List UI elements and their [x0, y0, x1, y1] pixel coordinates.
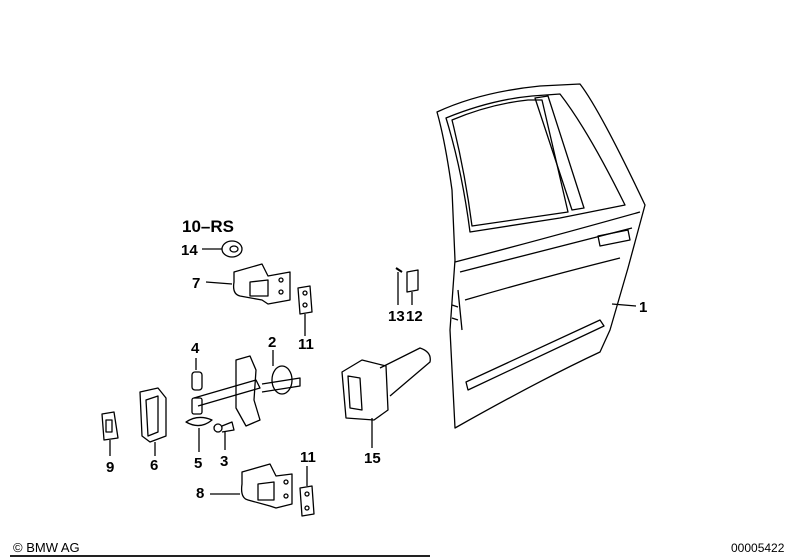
- label-12: 12: [406, 308, 423, 325]
- bolt-part-3: [213, 421, 235, 450]
- image-number: 00005422: [731, 541, 785, 555]
- label-10-rs: 10–RS: [182, 217, 234, 236]
- label-14: 14: [181, 242, 198, 259]
- clip-part-5: [185, 397, 213, 452]
- footer-divider: [10, 555, 430, 557]
- label-5: 5: [194, 455, 203, 472]
- cover-part-6: [139, 387, 167, 456]
- part-15: [341, 347, 431, 448]
- label-7: 7: [192, 275, 201, 292]
- label-6: 6: [150, 457, 159, 474]
- door-check-part-2: [193, 350, 301, 427]
- cover-part-9: [101, 411, 119, 456]
- plate-part-11-lower: [299, 466, 315, 517]
- parts-12-13: [395, 267, 419, 305]
- upper-hinge-part-7: [205, 263, 291, 305]
- leader-1: [611, 303, 637, 307]
- plate-part-11-upper: [297, 285, 313, 336]
- pin-part-4: [191, 358, 203, 391]
- label-4: 4: [191, 340, 200, 357]
- label-11-lower: 11: [300, 449, 316, 466]
- copyright: © BMW AG: [13, 540, 80, 555]
- label-11-upper: 11: [298, 336, 314, 353]
- grommet-part-14: [202, 240, 243, 258]
- label-8: 8: [196, 485, 205, 502]
- label-15: 15: [364, 450, 381, 467]
- label-2: 2: [268, 334, 277, 351]
- label-13: 13: [388, 308, 405, 325]
- lower-hinge-part-8: [210, 463, 293, 509]
- rear-door-part-1: [436, 83, 646, 429]
- label-1: 1: [639, 299, 648, 316]
- label-3: 3: [220, 453, 229, 470]
- label-9: 9: [106, 459, 115, 476]
